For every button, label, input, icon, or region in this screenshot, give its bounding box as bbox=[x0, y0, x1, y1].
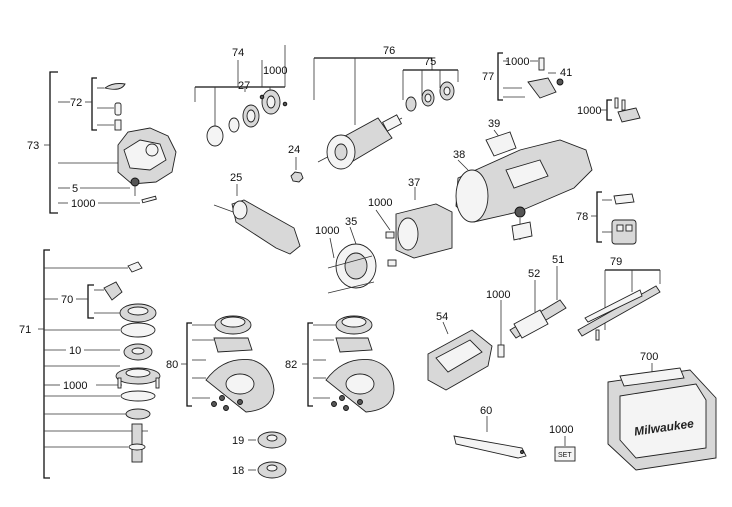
callout-52: 52 bbox=[528, 268, 540, 280]
callout-18: 18 bbox=[232, 465, 244, 477]
brush-cover-part bbox=[485, 131, 517, 157]
callout-74: 74 bbox=[232, 47, 244, 59]
group-78-carbon-brushes bbox=[591, 191, 637, 245]
callout-1000-g: 1000 bbox=[486, 289, 510, 301]
group-1000-screws-right bbox=[601, 97, 641, 123]
o-ring-part bbox=[206, 125, 224, 147]
pinion-gear-part bbox=[103, 281, 123, 301]
group-51-52-cord bbox=[509, 266, 567, 339]
group-77-switch-parts bbox=[497, 52, 564, 101]
callout-24: 24 bbox=[288, 144, 300, 156]
hex-nut-part bbox=[290, 171, 304, 183]
lock-off-lever-part bbox=[527, 77, 557, 99]
callout-37: 37 bbox=[408, 177, 420, 189]
callout-76: 76 bbox=[383, 45, 395, 57]
group-700-carry-case: Milwaukee bbox=[607, 363, 717, 471]
group-60-spanner bbox=[453, 416, 527, 459]
callout-25: 25 bbox=[230, 172, 242, 184]
callout-60: 60 bbox=[480, 405, 492, 417]
pin-part bbox=[114, 102, 122, 116]
set-tag-box bbox=[554, 446, 576, 462]
callout-82: 82 bbox=[285, 359, 297, 371]
callout-75: 75 bbox=[424, 56, 436, 68]
group-71-spindle-assembly bbox=[38, 249, 161, 479]
callout-73: 73 bbox=[27, 140, 39, 152]
callout-19: 19 bbox=[232, 435, 244, 447]
callout-10: 10 bbox=[69, 345, 81, 357]
switch-rod-part bbox=[577, 285, 661, 337]
callout-70: 70 bbox=[61, 294, 73, 306]
spanner-wrench-part bbox=[453, 435, 527, 459]
group-37-35-stator bbox=[327, 187, 453, 294]
callout-1000-h: 1000 bbox=[63, 380, 87, 392]
group-80-wheel-guard bbox=[181, 315, 275, 413]
callout-27: 27 bbox=[238, 80, 250, 92]
callout-1000-b: 1000 bbox=[263, 65, 287, 77]
callout-1000-d: 1000 bbox=[577, 105, 601, 117]
spindle-lock-button-part bbox=[103, 83, 126, 90]
brush-holder-part bbox=[611, 219, 637, 245]
callout-1000-c: 1000 bbox=[505, 56, 529, 68]
callout-35: 35 bbox=[345, 216, 357, 228]
callout-41: 41 bbox=[560, 67, 572, 79]
callout-80: 80 bbox=[166, 359, 178, 371]
group-76-armature bbox=[313, 57, 459, 170]
cord-protector-part bbox=[513, 309, 549, 339]
callout-78: 78 bbox=[576, 211, 588, 223]
group-73-gear-housing bbox=[44, 71, 177, 214]
group-19-18-flanges bbox=[248, 431, 287, 479]
group-set-tag: SET bbox=[554, 436, 576, 462]
group-24-25-handle bbox=[213, 157, 304, 255]
spindle-part bbox=[131, 423, 143, 463]
callout-38: 38 bbox=[453, 149, 465, 161]
callout-700: 700 bbox=[640, 351, 658, 363]
callout-1000-f: 1000 bbox=[315, 225, 339, 237]
group-74-bearing-set bbox=[194, 45, 288, 147]
callout-71: 71 bbox=[19, 324, 31, 336]
callout-79: 79 bbox=[610, 256, 622, 268]
callout-5: 5 bbox=[72, 183, 78, 195]
callout-54: 54 bbox=[436, 311, 448, 323]
side-handle-part bbox=[231, 199, 301, 255]
callout-77: 77 bbox=[482, 71, 494, 83]
spring-part bbox=[114, 119, 122, 131]
group-79-switch-rod bbox=[577, 269, 661, 341]
callout-1000-a: 1000 bbox=[71, 198, 95, 210]
group-54-rear-handle bbox=[427, 300, 505, 391]
callout-1000-e: 1000 bbox=[368, 197, 392, 209]
lock-ring-part bbox=[125, 408, 151, 420]
callout-1000-i: 1000 bbox=[549, 424, 573, 436]
group-82-wheel-guard bbox=[302, 315, 395, 413]
callout-39: 39 bbox=[488, 118, 500, 130]
group-38-motor-housing bbox=[455, 129, 593, 241]
callout-72: 72 bbox=[70, 97, 82, 109]
callout-51: 51 bbox=[552, 254, 564, 266]
set-tag-text: SET bbox=[558, 452, 572, 459]
